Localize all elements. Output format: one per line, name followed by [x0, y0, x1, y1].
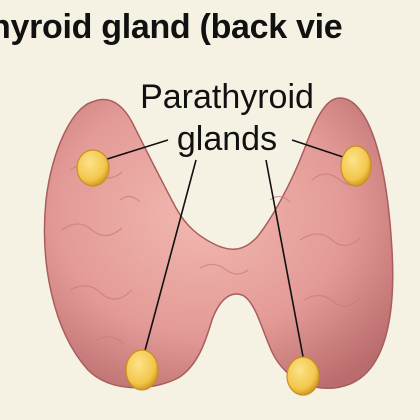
- thyroid-gland: [43, 97, 394, 389]
- leader-line-upper-left: [103, 139, 169, 161]
- parathyroid-label: Parathyroid glands: [0, 76, 420, 160]
- diagram-title: hyroid gland (back vie: [0, 8, 343, 46]
- parathyroid-gland-upper-right: [340, 145, 372, 187]
- leader-line-upper-right: [291, 139, 353, 161]
- parathyroid-gland-lower-right: [286, 356, 320, 396]
- parathyroid-gland-upper-left: [76, 149, 110, 187]
- label-line-1: Parathyroid: [140, 78, 314, 116]
- leader-lines: [103, 139, 353, 363]
- parathyroid-gland-lower-left: [125, 349, 159, 391]
- leader-line-lower-right: [265, 159, 305, 363]
- leader-line-lower-left: [142, 159, 197, 359]
- thyroid-texture: [61, 164, 365, 345]
- label-line-2: glands: [176, 120, 278, 158]
